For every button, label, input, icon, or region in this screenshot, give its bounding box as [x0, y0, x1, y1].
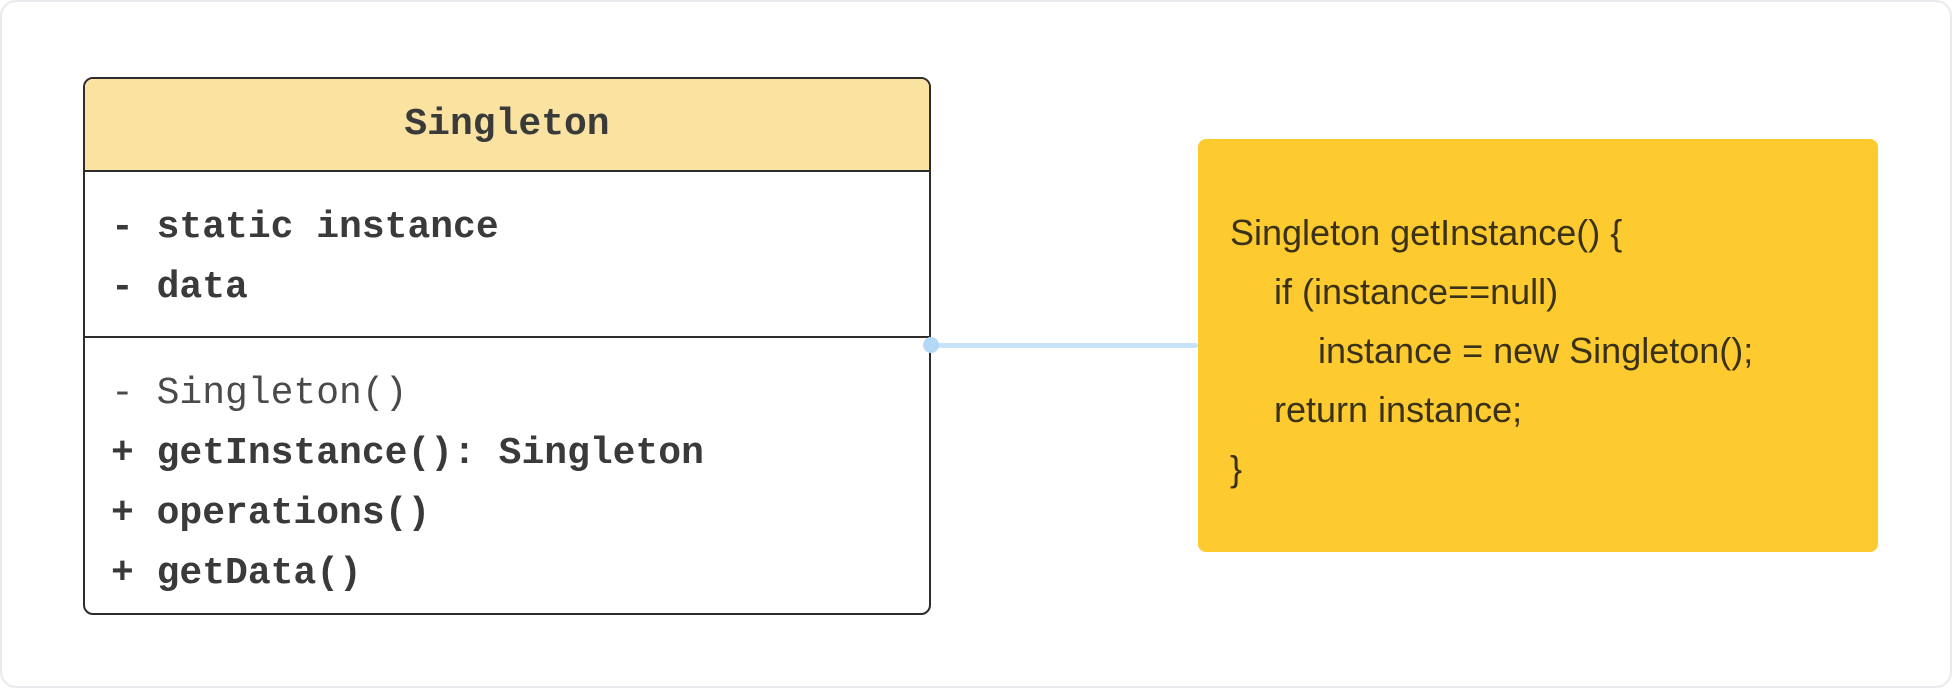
code-line-signature: Singleton getInstance() {: [1230, 212, 1623, 253]
note-connector-endpoint-dot[interactable]: [923, 337, 939, 353]
method-getdata: + getData(): [111, 552, 362, 595]
method-constructor: - Singleton(): [111, 372, 408, 415]
code-note-getinstance[interactable]: Singleton getInstance() { if (instance==…: [1198, 139, 1878, 552]
note-connector-line[interactable]: [931, 343, 1198, 348]
method-operations: + operations(): [111, 492, 431, 535]
class-header: Singleton: [85, 79, 929, 172]
code-line-return: return instance;: [1274, 389, 1523, 430]
code-line-if-null: if (instance==null): [1274, 271, 1559, 312]
methods-compartment: - Singleton() + getInstance(): Singleton…: [85, 338, 929, 604]
class-title: Singleton: [404, 103, 610, 146]
code-line-closing-brace: }: [1230, 448, 1243, 489]
code-line-new-singleton: instance = new Singleton();: [1318, 330, 1754, 371]
uml-class-node-singleton[interactable]: Singleton - static instance - data - Sin…: [83, 77, 931, 615]
attributes-compartment: - static instance - data: [85, 172, 929, 338]
attribute-static-instance: - static instance: [111, 206, 499, 249]
attribute-data: - data: [111, 266, 248, 309]
method-getinstance: + getInstance(): Singleton: [111, 432, 704, 475]
